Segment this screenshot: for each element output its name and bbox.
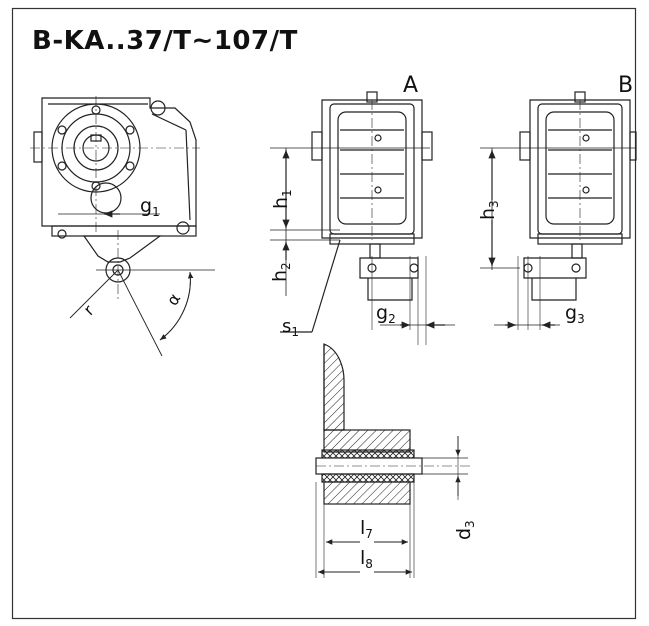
view-b-label: B xyxy=(618,73,633,98)
l8-label: l8 xyxy=(360,547,373,571)
l7-label: l7 xyxy=(360,517,373,541)
side-view-gear-unit xyxy=(30,96,215,357)
s1-label: s1 xyxy=(282,316,299,339)
view-b-drawing xyxy=(480,91,637,330)
drawing-title: B-KA..37/T~107/T xyxy=(32,26,298,56)
alpha-label: α xyxy=(163,290,185,309)
h3-label: h3 xyxy=(477,200,501,220)
g2-label: g2 xyxy=(376,302,396,326)
view-a-label: A xyxy=(403,73,418,98)
d3-label: d3 xyxy=(453,520,477,540)
border xyxy=(11,7,637,620)
h1-label: h1 xyxy=(270,189,294,209)
g1-label: g1 xyxy=(140,195,160,219)
bushing-section xyxy=(315,343,470,578)
r-label: r xyxy=(80,301,98,319)
h2-label: h2 xyxy=(269,262,293,282)
g3-label: g3 xyxy=(565,302,585,326)
shaft-boss xyxy=(90,182,122,214)
view-a-drawing xyxy=(270,91,455,345)
